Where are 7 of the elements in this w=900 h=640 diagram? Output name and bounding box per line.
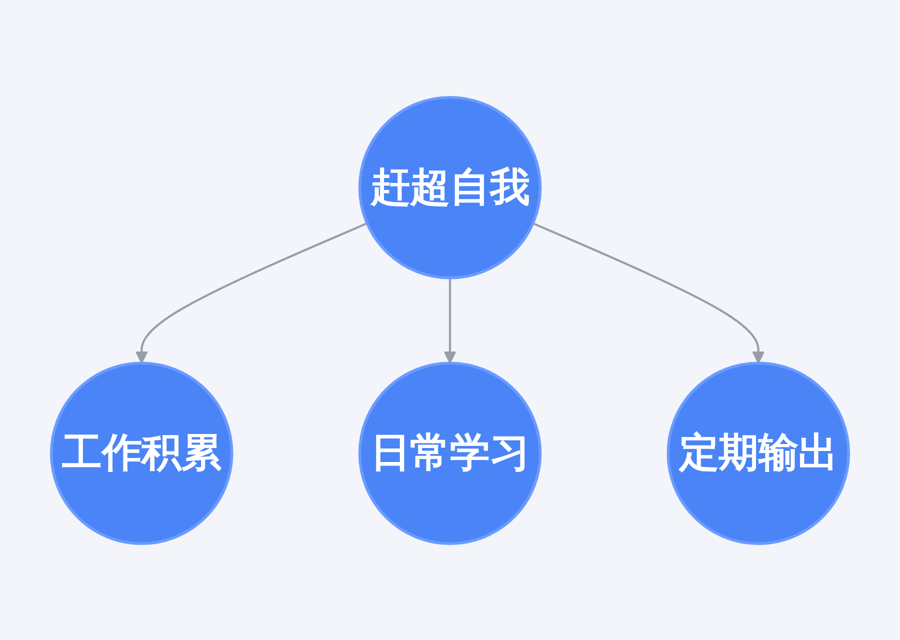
arrow bbox=[532, 222, 765, 364]
arrow bbox=[135, 222, 368, 364]
circle-node: 赶超自我 bbox=[358, 95, 542, 279]
circle-node: 定期输出 bbox=[666, 361, 850, 545]
arrow bbox=[444, 277, 456, 364]
circle-node: 日常学习 bbox=[358, 361, 542, 545]
circle-node: 工作积累 bbox=[50, 361, 234, 545]
